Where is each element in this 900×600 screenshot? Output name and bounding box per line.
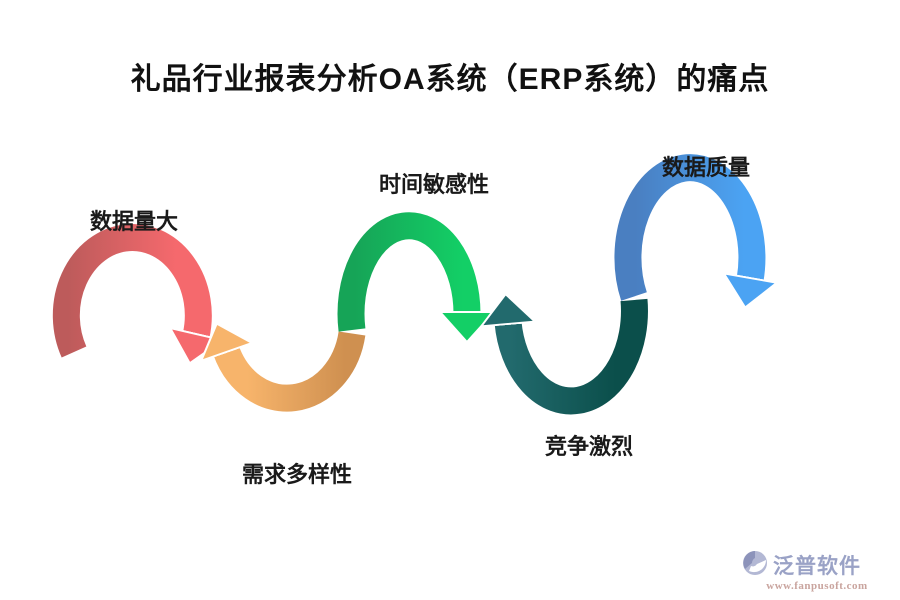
arc-data-quality xyxy=(614,154,752,297)
arc-competition xyxy=(508,300,648,415)
label-time-sensitivity: 时间敏感性 xyxy=(378,172,490,197)
label-demand-diversity: 需求多样性 xyxy=(241,462,353,487)
vendor-url-text: www.fanpusoft.com xyxy=(766,580,868,592)
fanpu-logo-icon xyxy=(743,551,767,575)
vendor-watermark: 泛普软件 www.fanpusoft.com xyxy=(742,550,892,592)
arc-demand-diversity xyxy=(226,334,366,412)
page-title: 礼品行业报表分析OA系统（ERP系统）的痛点 xyxy=(130,63,770,96)
arc-data-volume xyxy=(52,224,198,352)
label-data-volume: 数据量大 xyxy=(89,209,179,234)
label-competition: 竞争激烈 xyxy=(544,434,634,459)
vendor-brand-text: 泛普软件 xyxy=(773,555,861,578)
label-data-quality: 数据质量 xyxy=(661,155,751,180)
arc-time-sensitivity xyxy=(337,212,467,330)
